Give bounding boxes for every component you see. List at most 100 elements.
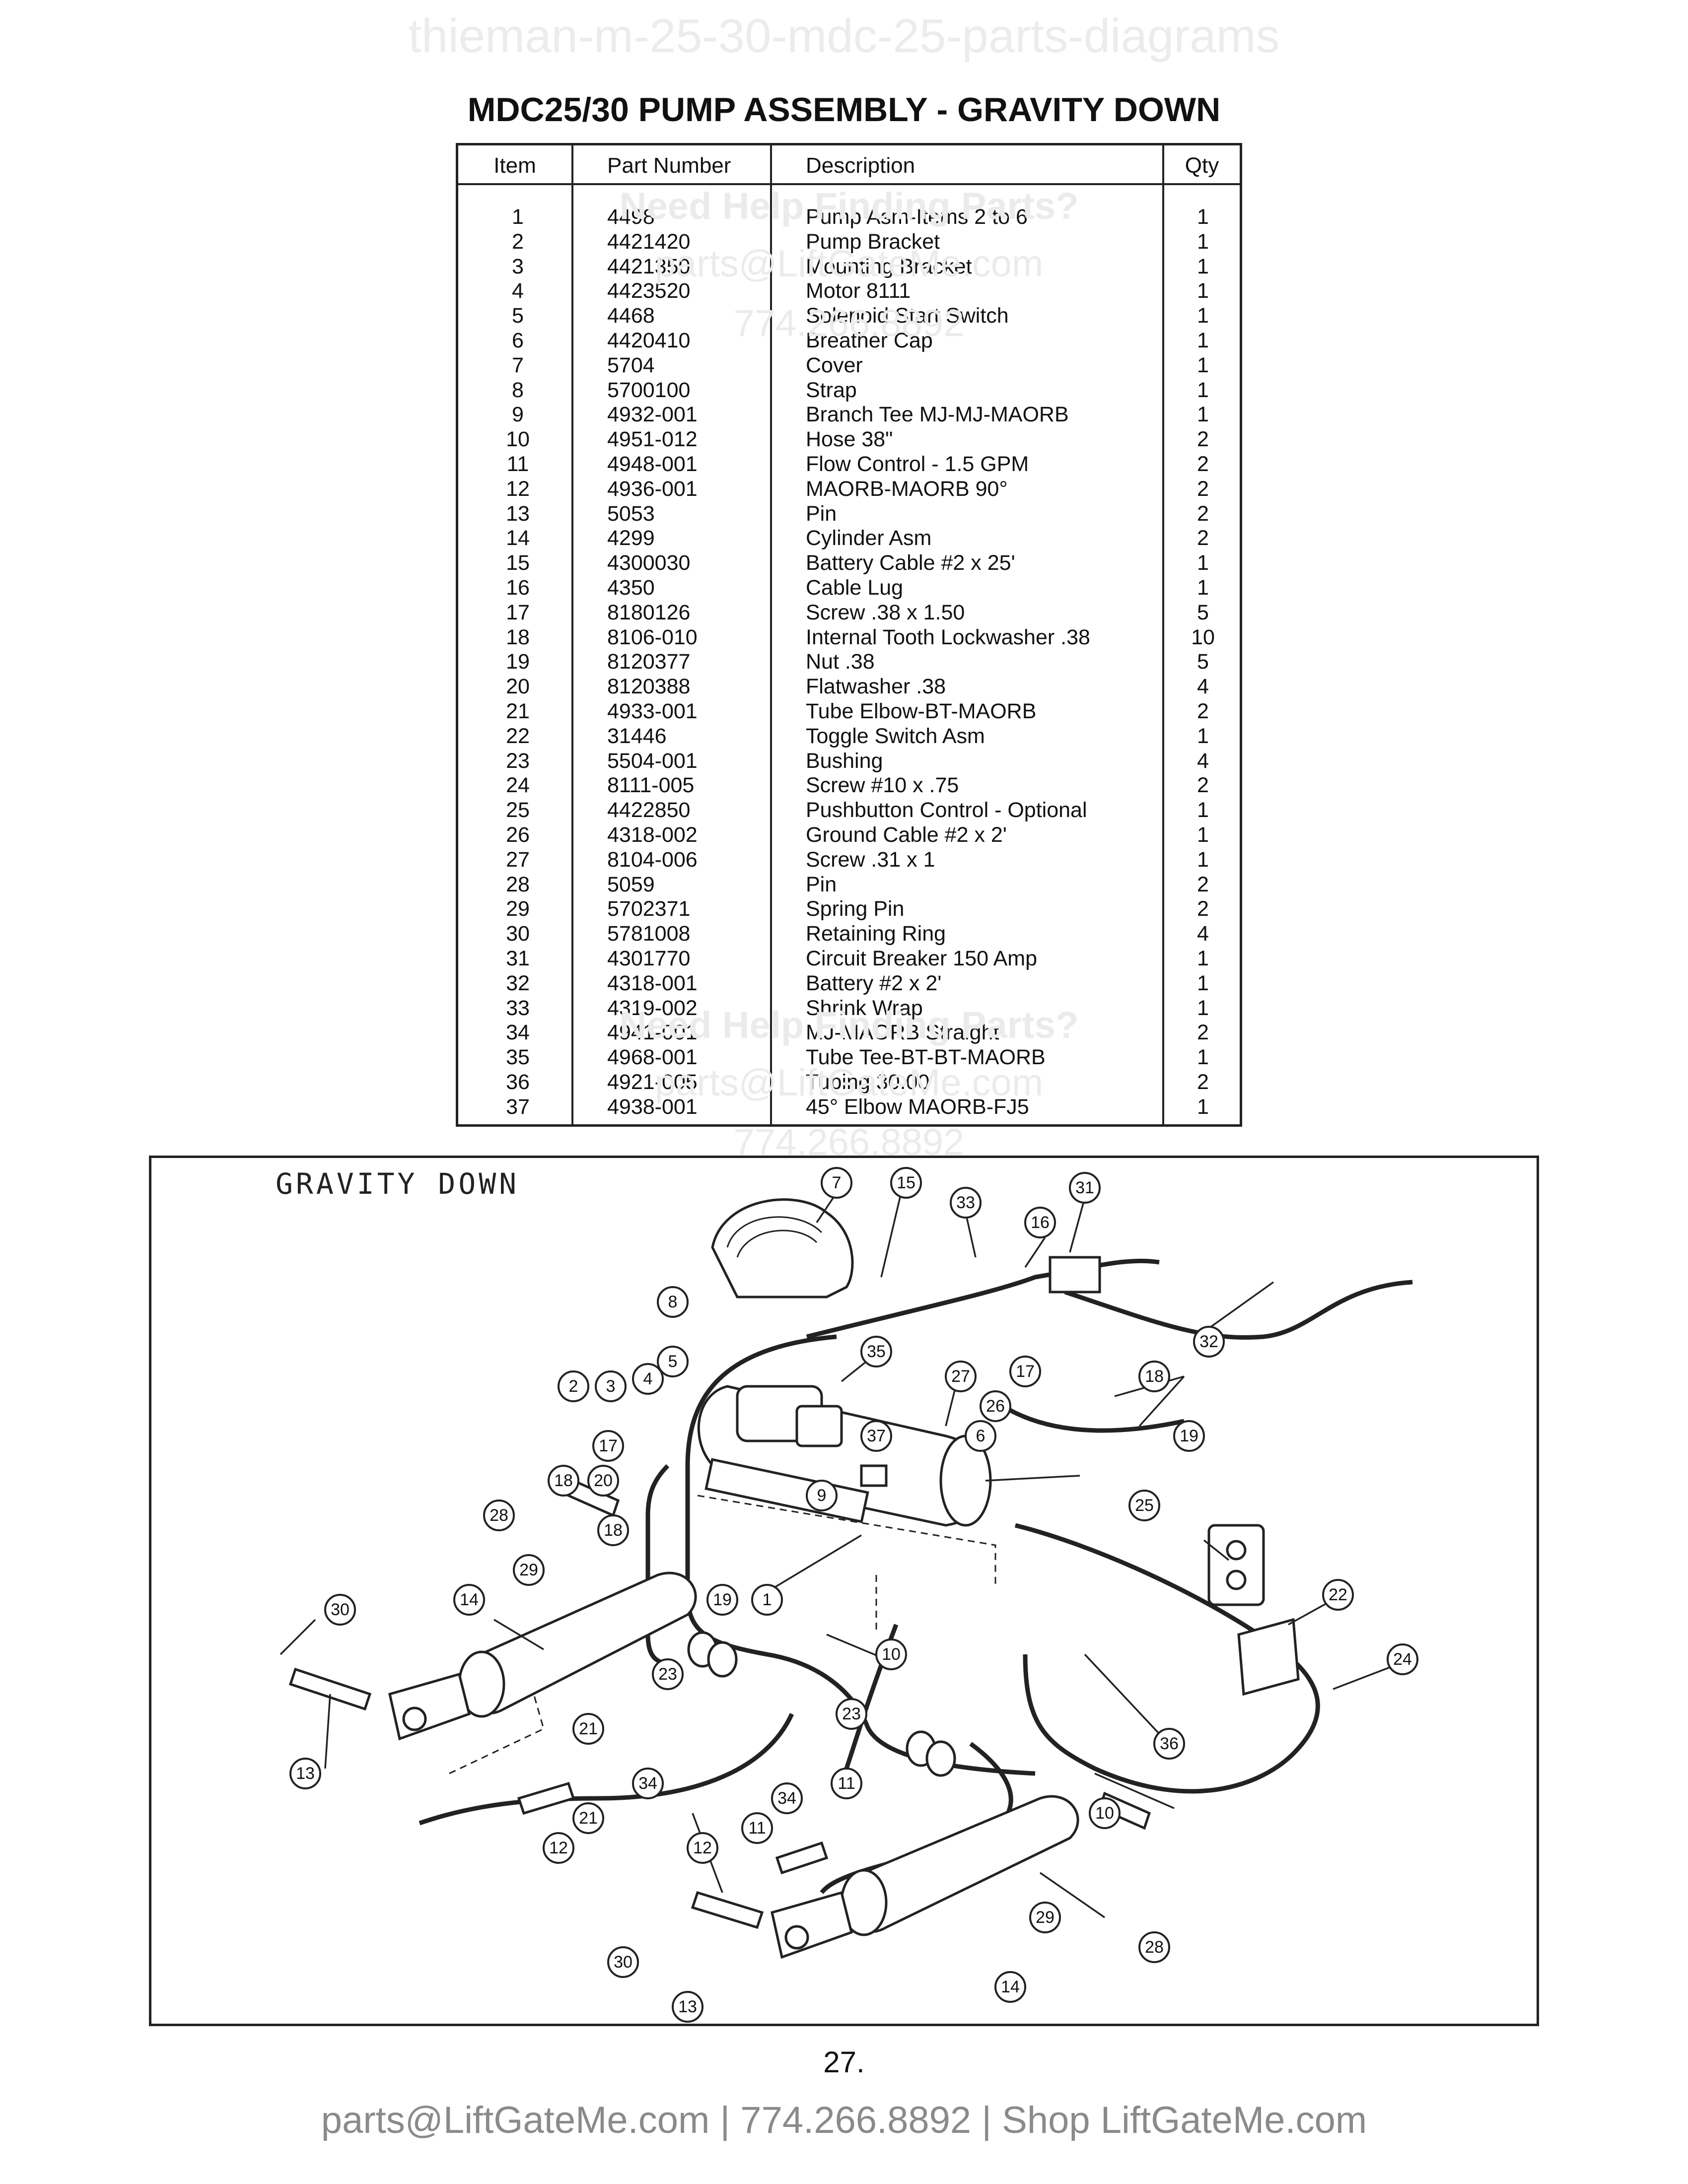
callout-label: 19 (1180, 1427, 1198, 1445)
cell-item: 7 (512, 353, 524, 377)
cell-part-number: 8111-005 (607, 773, 695, 798)
cell-qty: 2 (1197, 501, 1209, 526)
cell-part-number: 5700100 (607, 378, 691, 402)
callout-item-23: 23 (836, 1698, 867, 1730)
callout-circle (453, 1584, 485, 1616)
footer-contact: parts@LiftGateMe.com | 774.266.8892 | Sh… (321, 2099, 1367, 2141)
cell-part-number: 4921-005 (607, 1070, 698, 1094)
cell-item: 25 (506, 798, 530, 822)
cell-part-number: 4301770 (607, 946, 691, 970)
cell-qty: 4 (1197, 749, 1209, 773)
cell-part-number: 4421420 (607, 229, 691, 254)
watermark-email: parts@LiftGateMe.com (654, 243, 1044, 285)
cell-description: Pin (806, 501, 837, 526)
cell-qty: 1 (1197, 353, 1209, 377)
cell-item: 35 (506, 1045, 530, 1070)
callout-item-11: 11 (831, 1768, 862, 1799)
cell-part-number: 4932-001 (607, 403, 698, 427)
callout-label: 13 (678, 1997, 697, 2016)
cell-item: 31 (506, 946, 530, 970)
cell-part-number: 4941-001 (607, 1021, 698, 1045)
callout-circle (1024, 1207, 1056, 1238)
callout-label: 34 (638, 1774, 657, 1793)
callout-label: 3 (606, 1377, 616, 1396)
callout-circle (657, 1286, 689, 1318)
cell-item: 26 (506, 822, 530, 847)
cell-description: MAORB-MAORB 90° (806, 477, 1008, 501)
pin-left (691, 1891, 764, 1929)
cell-part-number: 4423520 (607, 279, 691, 303)
callout-circle (632, 1363, 664, 1395)
cell-item: 36 (506, 1070, 530, 1094)
callout-circle (1069, 1172, 1101, 1204)
cell-item: 37 (506, 1094, 530, 1119)
callout-label: 27 (951, 1367, 970, 1386)
callout-item-23: 23 (652, 1658, 684, 1690)
cell-qty: 10 (1191, 625, 1215, 649)
table-divider (571, 145, 573, 1124)
cell-part-number: 8120377 (607, 650, 691, 674)
cell-qty: 2 (1197, 872, 1209, 896)
leader-line (1024, 1237, 1046, 1268)
callout-label: 20 (594, 1471, 613, 1490)
callout-circle (324, 1594, 356, 1626)
callout-item-13: 13 (289, 1758, 321, 1789)
cell-description: Hose 38" (806, 427, 893, 452)
cell-part-number: 5704 (607, 353, 655, 377)
callout-circle (687, 1832, 718, 1864)
callout-label: 35 (867, 1342, 886, 1361)
cell-description: Battery #2 x 2' (806, 971, 942, 995)
callout-circle (980, 1390, 1011, 1422)
cell-part-number: 5053 (607, 501, 655, 526)
callout-label: 30 (614, 1953, 633, 1972)
cell-item: 13 (506, 501, 530, 526)
cell-part-number: 4421350 (607, 254, 691, 278)
cell-item: 27 (506, 847, 530, 872)
callout-label: 23 (658, 1665, 677, 1684)
callout-item-17: 17 (1009, 1356, 1041, 1387)
cell-part-number: 4938-001 (607, 1094, 698, 1119)
callout-label: 2 (569, 1377, 578, 1396)
callout-label: 17 (1016, 1362, 1035, 1381)
cell-item: 14 (506, 526, 530, 550)
cell-description: 45° Elbow MAORB-FJ5 (806, 1094, 1029, 1119)
cell-description: Screw .31 x 1 (806, 847, 935, 872)
cell-description: Motor 8111 (806, 279, 911, 303)
callout-circle (1173, 1420, 1205, 1452)
callout-circle (607, 1946, 639, 1978)
cell-part-number: 4318-002 (607, 822, 698, 847)
callout-item-35: 35 (860, 1336, 892, 1367)
callout-circle (860, 1336, 892, 1367)
cell-description: Spring Pin (806, 897, 905, 921)
cell-description: Breather Cap (806, 328, 933, 352)
callout-item-14: 14 (994, 1971, 1026, 2003)
leader-line (1069, 1197, 1086, 1253)
callout-circle (657, 1346, 689, 1377)
cell-qty: 1 (1197, 996, 1209, 1020)
pushbutton (1226, 1540, 1247, 1561)
callout-item-3: 3 (595, 1370, 627, 1402)
cell-item: 34 (506, 1021, 530, 1045)
cell-part-number: 5504-001 (607, 749, 698, 773)
callout-circle (771, 1782, 803, 1814)
callout-item-6: 6 (965, 1420, 996, 1452)
table-divider (1162, 145, 1164, 1124)
cell-qty: 2 (1197, 773, 1209, 798)
callout-item-34: 34 (771, 1782, 803, 1814)
callout-circle (597, 1514, 629, 1546)
cell-qty: 1 (1197, 328, 1209, 352)
cell-item: 16 (506, 575, 530, 600)
callout-circle (751, 1584, 783, 1616)
cell-part-number: 8106-010 (607, 625, 698, 649)
